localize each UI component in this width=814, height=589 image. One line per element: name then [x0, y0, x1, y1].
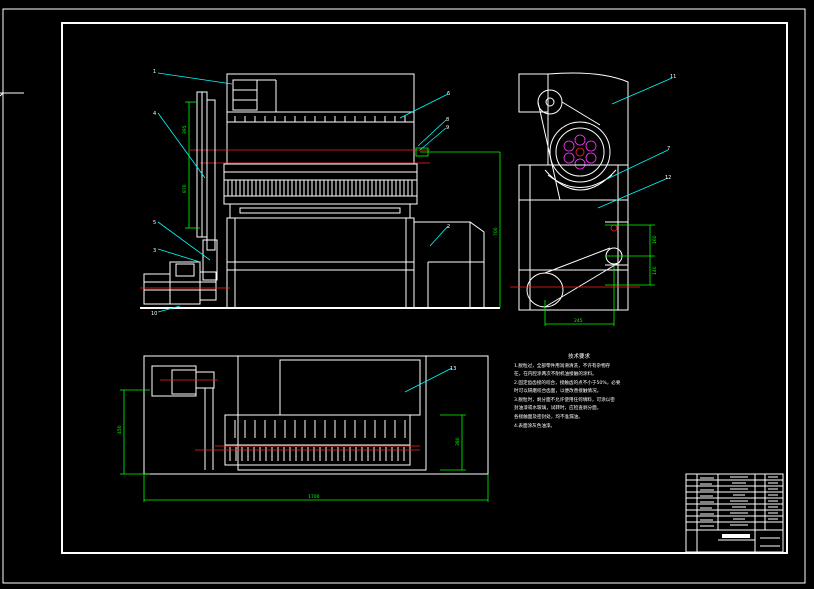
dim-front-right: 700: [493, 227, 499, 236]
dim-plan-left: 450: [117, 425, 123, 434]
notes-title: 技术要求: [568, 352, 591, 360]
sheet-border: [0, 8, 806, 584]
side-view: [510, 72, 673, 326]
notes-line: 各接触面及密封处，均不准漏油。: [514, 413, 583, 420]
title-block: [685, 473, 784, 553]
callout-4: 4: [153, 111, 156, 117]
plan-view: [120, 355, 489, 502]
dim-plan-right: 380: [455, 437, 461, 446]
callout-12: 12: [665, 175, 671, 181]
dim-front-mid: 870: [182, 184, 188, 193]
notes-line: 时可以研磨咬合齿面，以便改善接触情况。: [514, 387, 601, 394]
front-view: [140, 72, 501, 313]
notes-line: 2.固定齿齿接的咬合，接触齿的点不小于50%，必要: [514, 379, 621, 386]
callout-7: 7: [667, 146, 670, 152]
notes-line: 封油漆或水玻璃，试转时，应检查剥分面，: [514, 404, 601, 411]
callout-2: 2: [447, 224, 450, 230]
callout-8: 8: [446, 117, 449, 123]
dim-front-top: 395: [182, 125, 188, 134]
callout-3: 3: [153, 248, 156, 254]
callout-10: 10: [151, 311, 157, 317]
dim-side-b: 140: [652, 266, 658, 275]
notes-line: 3.脱粒时，剥分面不允许使用任何填料，可涂以密: [514, 396, 615, 403]
callout-11: 11: [670, 74, 676, 80]
callout-1: 1: [153, 69, 156, 75]
callout-6: 6: [447, 91, 450, 97]
notes-line: 4.表面涂灰色油漆。: [514, 422, 555, 429]
dim-side-a: 160: [652, 235, 658, 244]
dim-plan-bottom: 1700: [308, 494, 320, 500]
callout-9: 9: [446, 125, 449, 131]
callout-13: 13: [450, 366, 456, 372]
dim-side-bottom: 245: [574, 318, 583, 324]
callout-5: 5: [153, 220, 156, 226]
notes-line: 1.脱粒过，全部零件用润滑清洗，不许有杂物存: [514, 362, 611, 369]
notes-line: 在，在内腔涂两次不耐机油接触的涂料。: [514, 370, 597, 377]
